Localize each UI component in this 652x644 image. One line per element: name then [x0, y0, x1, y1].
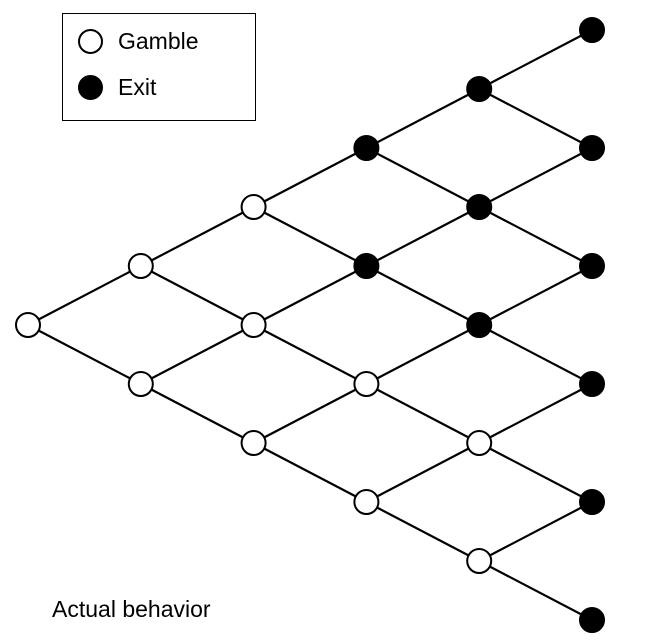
- tree-edge-4-4-up: [478, 501, 593, 562]
- tree-edge-2-0-down: [253, 206, 367, 267]
- tree-edge-1-1-up: [140, 324, 255, 385]
- tree-edge-4-1-up: [478, 147, 593, 208]
- tree-edge-3-1-down: [365, 265, 480, 326]
- exit-node-5-2: [579, 253, 605, 279]
- tree-edge-2-0-up: [253, 147, 367, 208]
- tree-edge-4-2-down: [478, 324, 593, 385]
- exit-node-4-1: [466, 194, 493, 220]
- tree-edge-4-0-up: [478, 29, 593, 90]
- gamble-node-0-0: [15, 312, 41, 338]
- tree-edge-1-0-up: [140, 206, 255, 267]
- tree-nodes: [15, 17, 605, 633]
- tree-edge-1-1-down: [140, 383, 255, 444]
- exit-node-3-0: [353, 135, 380, 161]
- exit-node-4-0: [466, 76, 493, 102]
- exit-node-3-1: [353, 253, 380, 279]
- exit-node-4-2: [466, 312, 493, 338]
- legend-item-gamble: Gamble: [78, 29, 199, 54]
- tree-edge-3-1-up: [365, 206, 480, 267]
- gamble-node-2-1: [240, 312, 267, 338]
- tree-edge-4-3-down: [478, 442, 593, 503]
- gamble-node-2-2: [240, 430, 267, 456]
- tree-edge-4-1-down: [478, 206, 593, 267]
- tree-edge-0-0-up: [27, 265, 142, 326]
- tree-edge-4-2-up: [478, 265, 593, 326]
- diagram-caption: Actual behavior: [52, 596, 211, 622]
- gamble-node-2-0: [240, 194, 267, 220]
- open-circle-icon: [78, 29, 103, 54]
- legend-item-exit: Exit: [78, 75, 156, 100]
- legend: Gamble Exit: [62, 13, 256, 121]
- gamble-node-1-0: [127, 253, 154, 279]
- gamble-node-1-1: [127, 371, 154, 397]
- tree-edge-4-0-down: [478, 88, 593, 149]
- exit-node-5-3: [579, 371, 605, 397]
- exit-node-5-4: [579, 489, 605, 515]
- tree-edge-2-2-up: [253, 383, 367, 444]
- filled-circle-icon: [78, 75, 103, 100]
- gamble-node-4-3: [466, 430, 493, 456]
- legend-label-exit: Exit: [118, 74, 157, 100]
- tree-edges: [27, 29, 593, 621]
- tree-edge-2-2-down: [253, 442, 367, 503]
- tree-edge-3-0-up: [365, 88, 480, 149]
- tree-edge-4-3-up: [478, 383, 593, 444]
- tree-edge-3-2-up: [365, 324, 480, 385]
- tree-edge-4-4-down: [478, 560, 593, 621]
- gamble-node-3-3: [353, 489, 380, 515]
- tree-edge-3-0-down: [365, 147, 480, 208]
- tree-edge-1-0-down: [140, 265, 255, 326]
- tree-edge-3-3-up: [365, 442, 480, 503]
- tree-edge-3-2-down: [365, 383, 480, 444]
- exit-node-5-0: [579, 17, 605, 43]
- legend-label-gamble: Gamble: [118, 28, 199, 54]
- exit-node-5-5: [579, 607, 605, 633]
- gamble-node-4-4: [466, 548, 493, 574]
- tree-edge-2-1-up: [253, 265, 367, 326]
- tree-edge-3-3-down: [365, 501, 480, 562]
- exit-node-5-1: [579, 135, 605, 161]
- gamble-node-3-2: [353, 371, 380, 397]
- tree-edge-2-1-down: [253, 324, 367, 385]
- tree-edge-0-0-down: [27, 324, 142, 385]
